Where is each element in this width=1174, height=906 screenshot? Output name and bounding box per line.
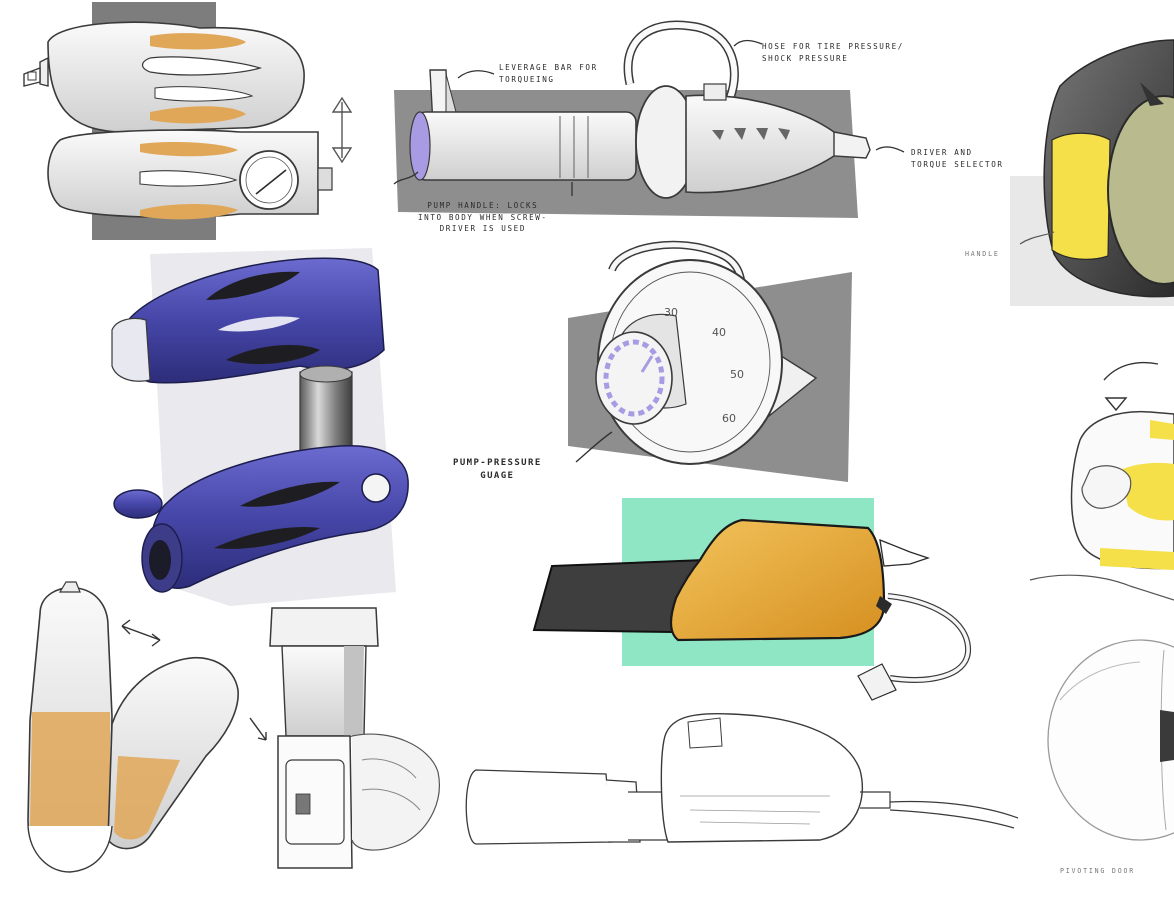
sketch-yellow-grey-device — [1010, 39, 1174, 306]
sketch-column-in-hand — [269, 607, 440, 869]
hose-note: HOSE FOR TIRE PRESSURE/ SHOCK PRESSURE — [762, 41, 904, 64]
driver-note: DRIVER AND TORQUE SELECTOR — [911, 147, 1004, 170]
gauge-number-60: 60 — [722, 412, 736, 425]
sketch-pressure-gauge: 30 40 50 60 — [568, 240, 852, 482]
sketch-pump-driver — [393, 20, 905, 218]
sketch-line-drawing — [465, 712, 1019, 845]
leverage-bar-note-line-1: LEVERAGE BAR FOR — [499, 63, 598, 72]
hose-note-line-2: SHOCK PRESSURE — [762, 53, 849, 63]
pump-handle-note: PUMP HANDLE: LOCKS INTO BODY WHEN SCREW-… — [418, 200, 548, 235]
driver-note-line-2: TORQUE SELECTOR — [911, 159, 1004, 169]
sketch-purple-tool — [111, 248, 409, 606]
sketch-clamp-handles — [23, 2, 353, 240]
gauge-number-40: 40 — [712, 326, 726, 339]
pressure-gauge-note: PUMP-PRESSURE GUAGE — [453, 457, 542, 483]
sketch-hand-device — [1029, 361, 1174, 601]
gauge-number-30: 30 — [664, 306, 678, 319]
gauge-number-50: 50 — [730, 368, 744, 381]
pressure-gauge-note-line-1: PUMP-PRESSURE — [453, 458, 542, 468]
pump-handle-note-line-2: INTO BODY WHEN SCREW- — [418, 212, 548, 222]
handle-note: HANDLE — [965, 249, 1000, 261]
sketch-pivoting-door — [1047, 639, 1174, 841]
handle-note-text: HANDLE — [965, 250, 1000, 258]
pressure-gauge-note-line-2: GUAGE — [480, 471, 515, 481]
pump-handle-note-line-1: PUMP HANDLE: LOCKS — [427, 201, 539, 210]
leverage-bar-note-line-2: TORQUEING — [499, 74, 555, 84]
leverage-bar-note: LEVERAGE BAR FOR TORQUEING — [499, 62, 598, 85]
pivoting-door-note: PIVOTING DOOR — [1060, 866, 1135, 878]
sketch-gold-pouch — [532, 498, 972, 701]
pivoting-door-note-text: PIVOTING DOOR — [1060, 867, 1136, 875]
driver-note-line-1: DRIVER AND — [911, 148, 973, 157]
hose-note-line-1: HOSE FOR TIRE PRESSURE/ — [762, 42, 904, 51]
pump-handle-note-line-3: DRIVER IS USED — [439, 224, 526, 233]
sketch-folding-tool — [27, 581, 267, 873]
